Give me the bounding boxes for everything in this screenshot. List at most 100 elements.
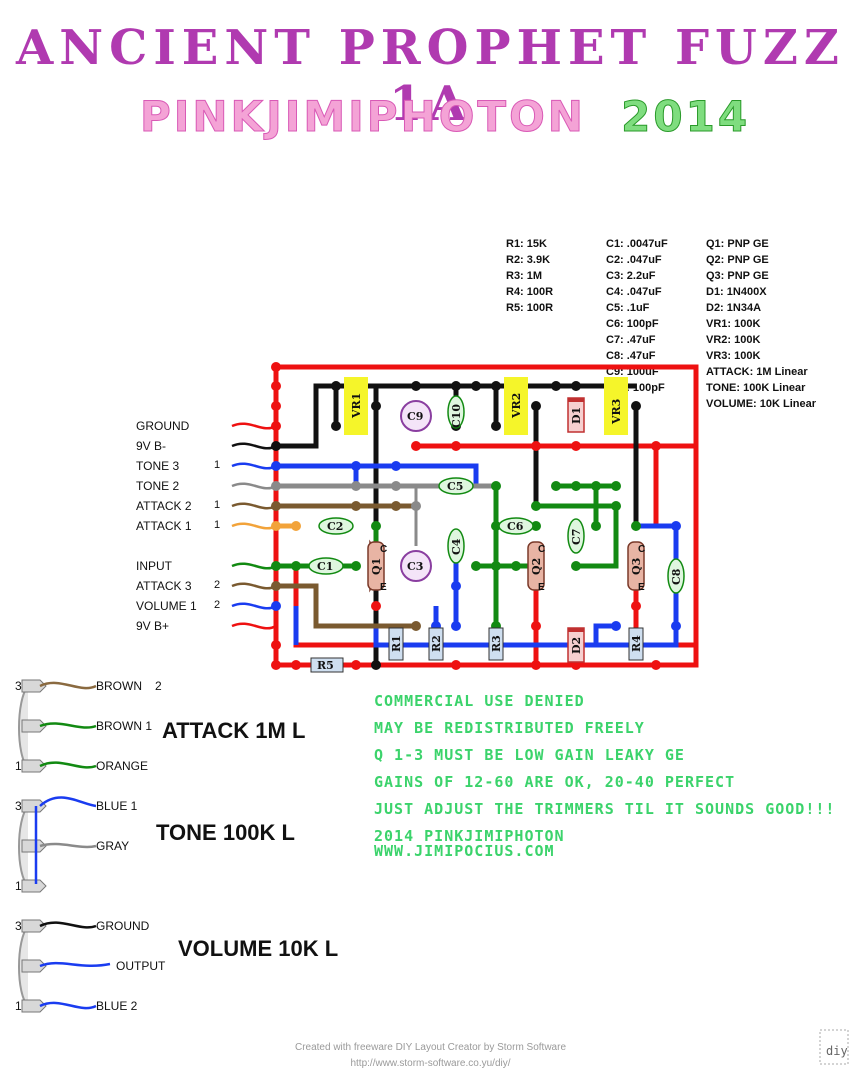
svg-text:R5: R5 — [317, 659, 334, 672]
svg-text:C9: C9 — [407, 410, 423, 423]
capacitor-c7: C7 — [567, 518, 585, 554]
svg-text:C1: C1 — [317, 560, 333, 573]
wire-label: BLUE 1 — [96, 799, 138, 813]
diode-d1: D1 — [567, 397, 585, 433]
capacitor-c8: C8 — [667, 558, 685, 594]
svg-text:C: C — [538, 544, 545, 555]
capacitor-c2: C2 — [318, 517, 354, 535]
resistor-r5: R5 — [310, 657, 344, 673]
part-d1: D1: 1N400X — [706, 286, 767, 298]
note-line: COMMERCIAL USE DENIED — [374, 692, 585, 710]
tone-pot-label: TONE 100K L — [156, 820, 295, 845]
part-vr1: VR1: 100K — [706, 318, 761, 330]
transistor-q3: Q3 C E — [627, 541, 645, 593]
pot-lug-number: 3 — [15, 919, 22, 933]
svg-text:Q3: Q3 — [630, 558, 643, 575]
wire-label: 2 — [155, 679, 162, 693]
capacitor-c9: C9 — [400, 400, 432, 432]
label-attack-1: ATTACK 1 — [136, 519, 192, 533]
lug-number: 2 — [214, 599, 221, 611]
label-attack-3: ATTACK 3 — [136, 579, 192, 593]
part-tone-pot: TONE: 100K Linear — [706, 382, 806, 394]
wire-label: ORANGE — [96, 759, 149, 773]
wire-label: GROUND — [96, 919, 150, 933]
svg-text:diy: diy — [826, 1044, 848, 1058]
tone-pot — [18, 796, 97, 893]
svg-text:D2: D2 — [570, 637, 583, 654]
svg-text:R4: R4 — [630, 635, 643, 652]
capacitor-c6: C6 — [498, 517, 534, 535]
note-line: GAINS OF 12-60 ARE OK, 20-40 PERFECT — [374, 773, 736, 791]
capacitor-c3: C3 — [400, 550, 432, 582]
notes-block: COMMERCIAL USE DENIED MAY BE REDISTRIBUT… — [374, 694, 854, 871]
capacitor-list: C1: .0047uF C2: .047uF C3: 2.2uF C4: .04… — [606, 236, 668, 396]
svg-text:R2: R2 — [430, 635, 443, 652]
part-r2: R2: 3.9K — [506, 254, 551, 266]
page-title: ANCIENT PROPHET FUZZ 1A — [16, 20, 845, 132]
svg-text:E: E — [638, 582, 645, 593]
part-d2: D2: 1N34A — [706, 302, 762, 314]
footer-url[interactable]: http://www.storm-software.co.yu/diy/ — [350, 1058, 511, 1069]
svg-text:E: E — [538, 582, 545, 593]
note-line: Q 1-3 MUST BE LOW GAIN LEAKY GE — [374, 746, 685, 764]
note-line: WWW.JIMIPOCIUS.COM — [374, 842, 555, 860]
wire-label: GRAY — [96, 839, 130, 853]
trimmer-vr3: VR3 — [604, 377, 628, 435]
resistor-r4: R4 — [628, 627, 644, 661]
svg-text:C4: C4 — [450, 538, 463, 555]
positive-rail-trace — [273, 364, 699, 668]
wire-label: BROWN — [96, 679, 142, 693]
capacitor-c4: C4 — [447, 528, 465, 564]
label-attack-2: ATTACK 2 — [136, 499, 192, 513]
label-volume-1: VOLUME 1 — [136, 599, 197, 613]
lug-number: 2 — [214, 579, 221, 591]
part-c4: C4: .047uF — [606, 286, 662, 298]
part-vr2: VR2: 100K — [706, 334, 761, 346]
capacitor-c1: C1 — [308, 557, 344, 575]
part-c8: C8: .47uF — [606, 350, 656, 362]
part-c6: C6: 100pF — [606, 318, 659, 330]
volume-pot — [18, 919, 111, 1013]
transistor-q1: Q1 C E — [367, 539, 387, 593]
pot-lug-number: 1 — [15, 879, 22, 893]
part-r5: R5: 100R — [506, 302, 554, 314]
wire-label: OUTPUT — [116, 959, 166, 973]
note-line: 2014 PINKJIMIPHOTON — [374, 827, 565, 845]
part-r3: R3: 1M — [506, 270, 543, 282]
svg-text:VR2: VR2 — [510, 393, 523, 419]
svg-text:Q2: Q2 — [530, 558, 543, 575]
diy-logo: diy — [819, 1029, 849, 1065]
label-ground: GROUND — [136, 419, 190, 433]
svg-text:Q1: Q1 — [370, 558, 383, 575]
part-r1: R1: 15K — [506, 238, 547, 250]
part-q2: Q2: PNP GE — [706, 254, 769, 266]
part-c2: C2: .047uF — [606, 254, 662, 266]
label-tone-2: TONE 2 — [136, 479, 180, 493]
resistor-r2: R2 — [428, 627, 444, 661]
part-attack-pot: ATTACK: 1M Linear — [706, 366, 808, 378]
page-subtitle: PINKJIMIPHOTON 2014 — [140, 92, 748, 142]
green-trace — [276, 483, 619, 626]
pot-lug-number: 3 — [15, 679, 22, 693]
capacitor-c5: C5 — [438, 477, 474, 495]
pot-lug-number: 1 — [15, 999, 22, 1013]
transistor-q2: Q2 C E — [527, 541, 545, 593]
part-q3: Q3: PNP GE — [706, 270, 769, 282]
label-9v-plus: 9V B+ — [136, 619, 170, 633]
trimmer-vr2: VR2 — [504, 377, 528, 435]
author-name: PINKJIMIPHOTON — [140, 92, 586, 142]
wire-label: BROWN 1 — [96, 719, 153, 733]
attack-pot — [18, 679, 97, 773]
capacitor-c10: C10 — [447, 395, 465, 429]
svg-text:C: C — [380, 544, 387, 555]
part-vr3: VR3: 100K — [706, 350, 761, 362]
trimmer-vr1: VR1 — [344, 377, 368, 435]
pot-lug-number: 1 — [15, 759, 22, 773]
year: 2014 — [621, 92, 751, 142]
svg-text:C2: C2 — [327, 520, 343, 533]
offboard-wires — [231, 422, 277, 630]
resistor-r1: R1 — [388, 627, 404, 661]
svg-text:C8: C8 — [670, 568, 683, 585]
diode-d2: D2 — [567, 627, 585, 663]
